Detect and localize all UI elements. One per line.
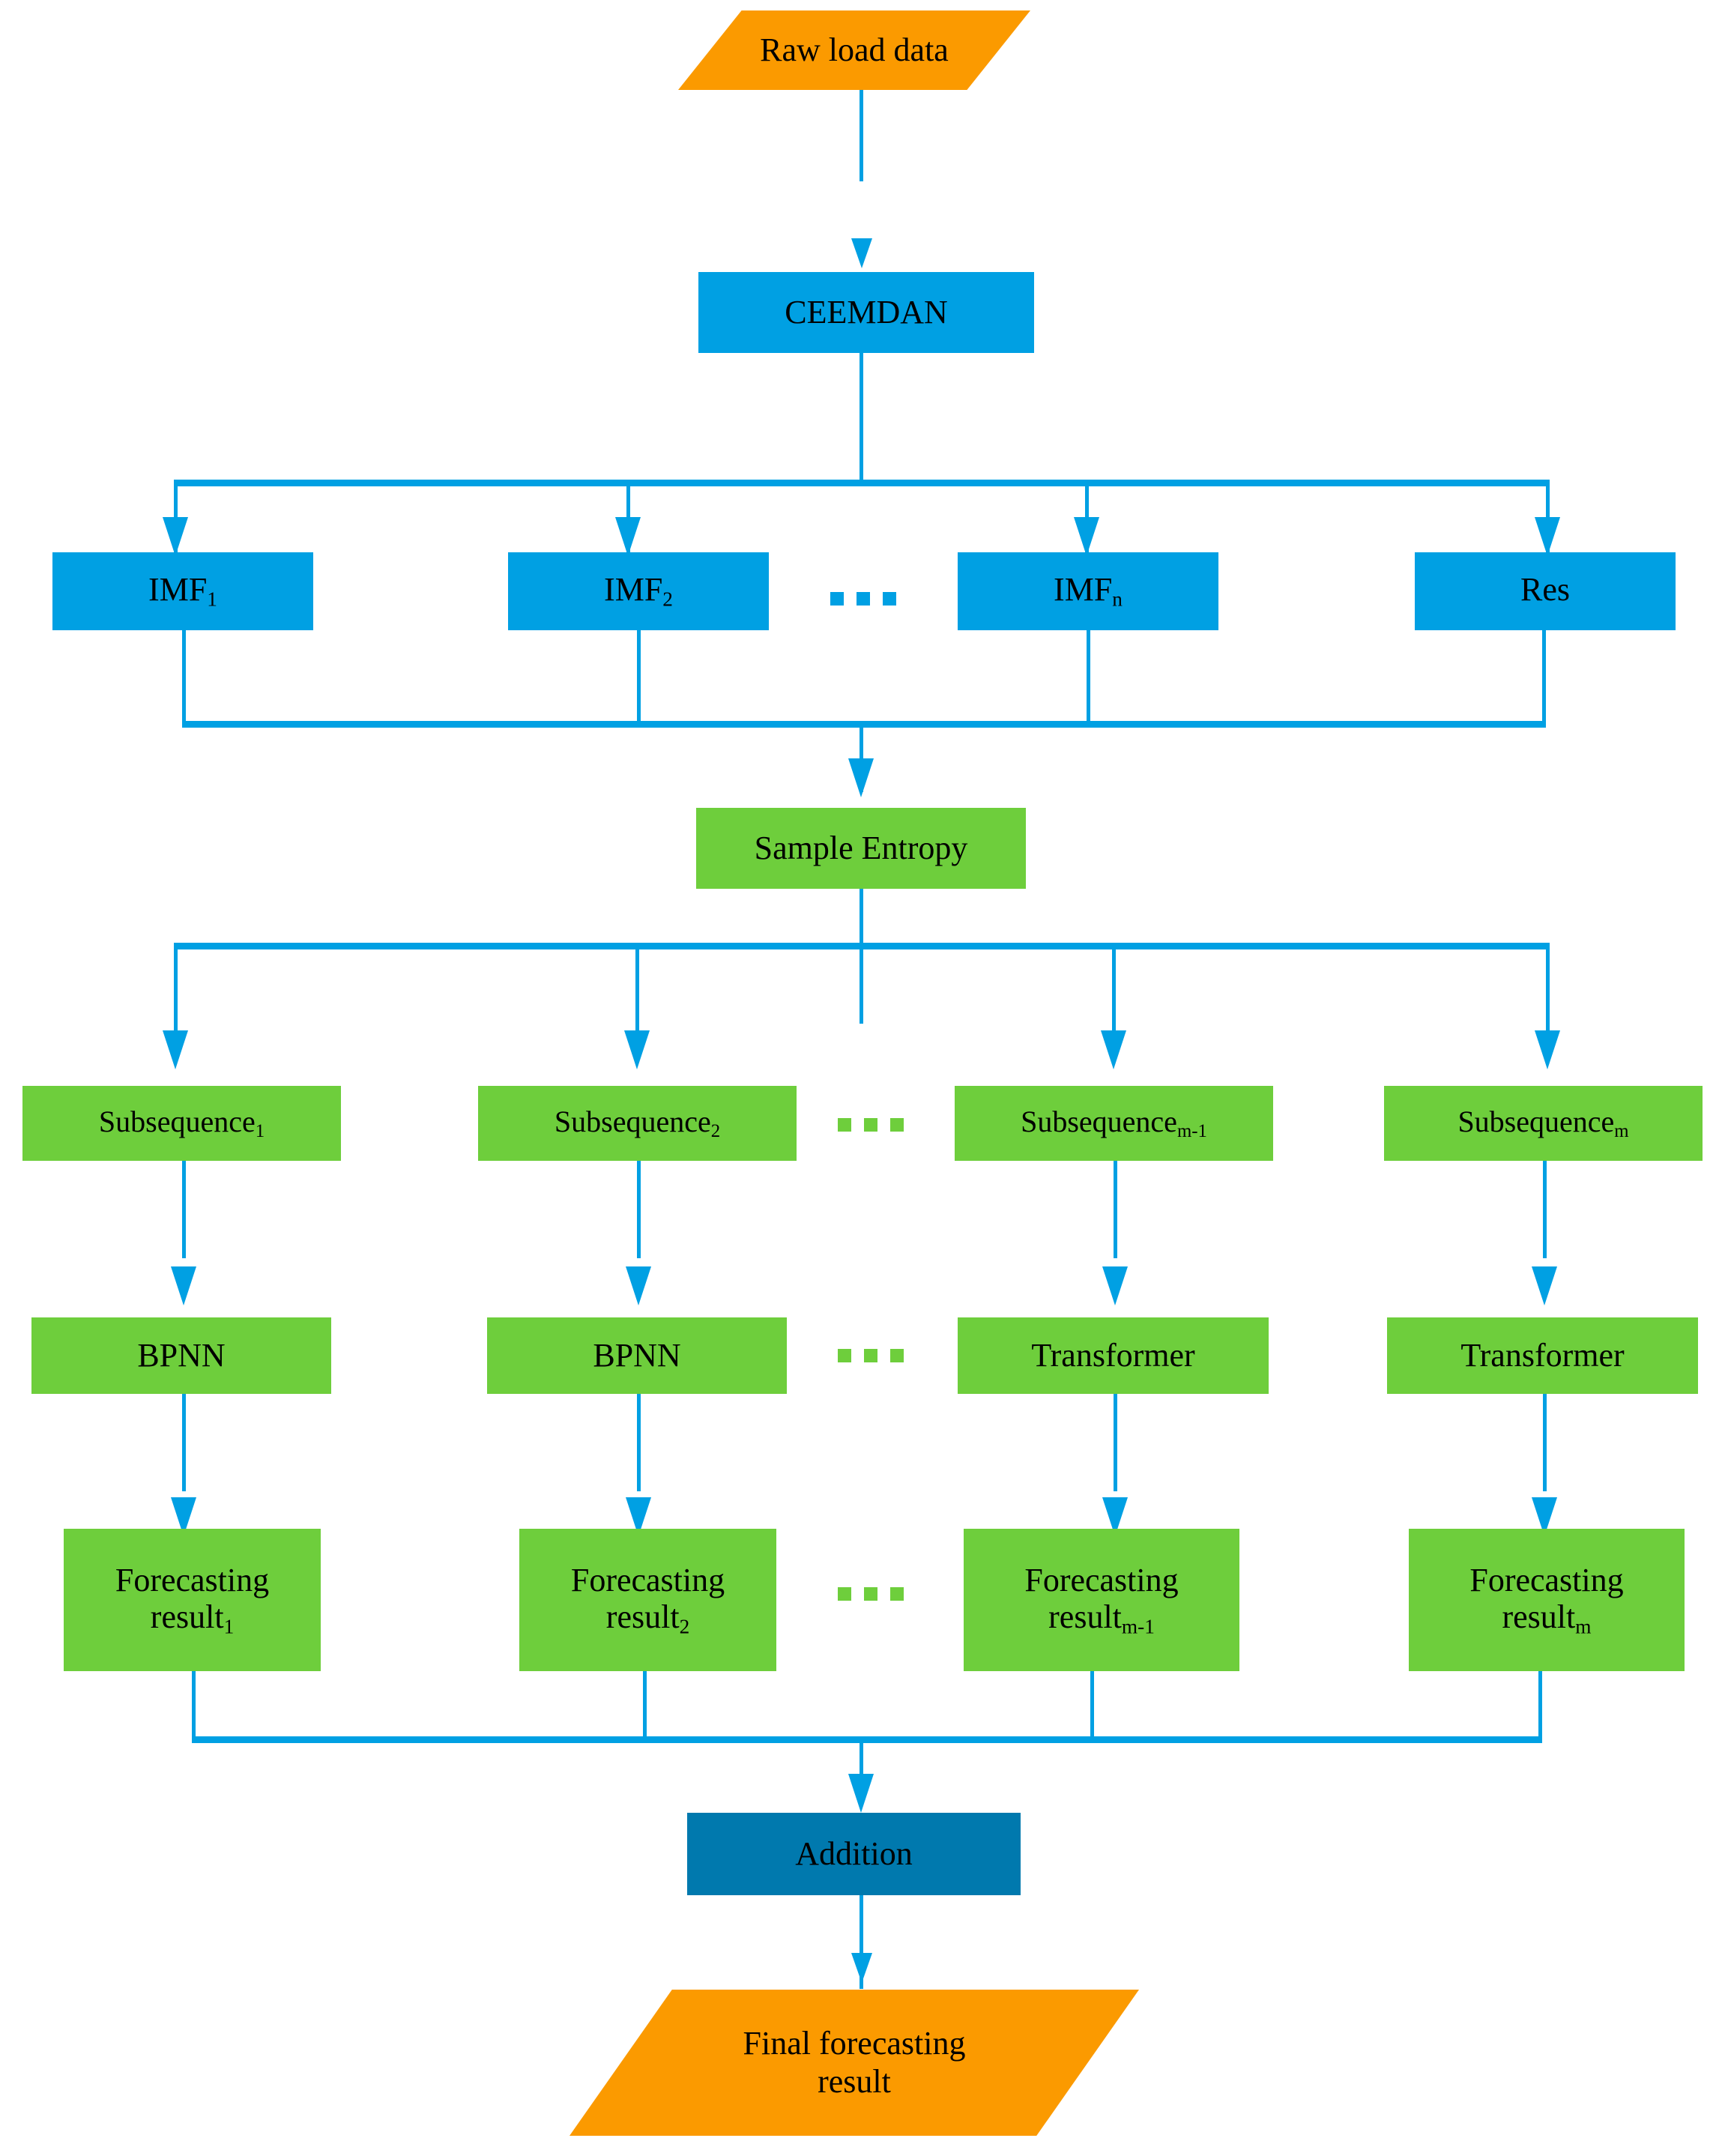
edge-ceemdan-stem bbox=[860, 353, 863, 482]
node-res[interactable]: Res bbox=[1415, 552, 1676, 630]
node-imf-2-label: IMF2 bbox=[604, 571, 673, 612]
arrowhead-subsequence-m1 bbox=[1101, 1030, 1126, 1069]
node-subsequence-m1-label: Subsequencem-1 bbox=[1021, 1104, 1207, 1141]
edge-sub2-to-model2 bbox=[637, 1161, 641, 1258]
edge-subm-to-model4 bbox=[1543, 1161, 1547, 1258]
edge-result1-down bbox=[192, 1671, 196, 1740]
edge-sub-drop-1 bbox=[174, 943, 178, 1033]
ellipsis-result-row bbox=[838, 1587, 904, 1601]
edge-imfn-down bbox=[1087, 630, 1090, 724]
edge-model2-to-result2 bbox=[637, 1394, 641, 1491]
edge-model3-to-result3 bbox=[1114, 1394, 1117, 1491]
node-ceemdan-label: CEEMDAN bbox=[785, 294, 948, 331]
edge-addition-to-final bbox=[860, 1895, 863, 1989]
edge-sub1-to-model1 bbox=[182, 1161, 186, 1258]
edge-sub-drop-3 bbox=[1112, 943, 1116, 1033]
node-subsequence-2-label: Subsequence2 bbox=[554, 1104, 721, 1141]
arrowhead-imf-n bbox=[1074, 517, 1099, 556]
node-imf-n[interactable]: IMFn bbox=[958, 552, 1218, 630]
arrowhead-model-3 bbox=[1102, 1266, 1128, 1305]
arrowhead-ceemdan bbox=[851, 238, 872, 268]
node-subsequence-m1[interactable]: Subsequencem-1 bbox=[955, 1086, 1273, 1161]
node-model-transformer-2-label: Transformer bbox=[1460, 1337, 1625, 1374]
bus-entropy-fanout bbox=[174, 943, 1550, 949]
ellipsis-model-row bbox=[838, 1349, 904, 1362]
arrowhead-subsequence-2 bbox=[624, 1030, 650, 1069]
node-model-bpnn-2[interactable]: BPNN bbox=[487, 1317, 787, 1394]
node-model-bpnn-1[interactable]: BPNN bbox=[31, 1317, 331, 1394]
edge-imf1-down bbox=[182, 630, 186, 724]
node-addition-label: Addition bbox=[795, 1835, 913, 1873]
arrowhead-subsequence-1 bbox=[163, 1030, 188, 1069]
node-model-bpnn-1-label: BPNN bbox=[137, 1337, 226, 1374]
edge-sub-drop-4 bbox=[1546, 943, 1550, 1033]
node-raw-load-data-label: Raw load data bbox=[760, 31, 949, 68]
ellipsis-subsequence-row bbox=[838, 1118, 904, 1132]
arrowhead-sample-entropy bbox=[848, 758, 874, 797]
edge-model4-to-result4 bbox=[1543, 1394, 1547, 1491]
edge-fanout-drop-2 bbox=[626, 480, 630, 553]
edge-result2-down bbox=[643, 1671, 647, 1740]
arrowhead-imf-2 bbox=[615, 517, 641, 556]
parallelogram-shape-final bbox=[570, 1990, 1139, 2136]
bus-ceemdan-fanout bbox=[174, 480, 1550, 486]
arrowhead-model-2 bbox=[626, 1266, 651, 1305]
edge-result3-down bbox=[1090, 1671, 1094, 1740]
node-imf-1-label: IMF1 bbox=[148, 571, 217, 612]
node-sample-entropy-label: Sample Entropy bbox=[754, 830, 968, 867]
ellipsis-imf-row bbox=[830, 592, 896, 606]
node-imf-n-label: IMFn bbox=[1054, 571, 1123, 612]
edge-model1-to-result1 bbox=[182, 1394, 186, 1491]
parallelogram-shape bbox=[678, 10, 1030, 90]
node-res-label: Res bbox=[1520, 571, 1570, 609]
edge-start-to-ceemdan bbox=[860, 90, 863, 181]
bus-imf-merge bbox=[182, 721, 1546, 728]
edge-result4-down bbox=[1538, 1671, 1542, 1740]
arrowhead-imf-1 bbox=[163, 517, 188, 556]
edge-entropy-stem bbox=[860, 889, 863, 1024]
node-model-transformer-1-label: Transformer bbox=[1031, 1337, 1195, 1374]
bus-result-merge bbox=[192, 1736, 1542, 1743]
arrowhead-subsequence-m bbox=[1535, 1030, 1560, 1069]
edge-res-down bbox=[1542, 630, 1546, 724]
node-subsequence-m[interactable]: Subsequencem bbox=[1384, 1086, 1703, 1161]
node-model-bpnn-2-label: BPNN bbox=[593, 1337, 681, 1374]
edge-merge-to-addition bbox=[860, 1736, 863, 1802]
arrowhead-model-4 bbox=[1532, 1266, 1557, 1305]
edge-imf2-down bbox=[637, 630, 641, 724]
edge-fanout-drop-3 bbox=[1085, 480, 1089, 553]
node-raw-load-data[interactable]: Raw load data bbox=[678, 10, 1030, 90]
edge-fanout-drop-4 bbox=[1546, 480, 1550, 553]
arrowhead-final-result bbox=[851, 1953, 872, 1983]
node-subsequence-2[interactable]: Subsequence2 bbox=[478, 1086, 797, 1161]
node-imf-2[interactable]: IMF2 bbox=[508, 552, 769, 630]
node-sample-entropy[interactable]: Sample Entropy bbox=[696, 808, 1026, 889]
node-subsequence-1[interactable]: Subsequence1 bbox=[22, 1086, 341, 1161]
node-addition[interactable]: Addition bbox=[687, 1813, 1021, 1895]
edge-merge-to-entropy bbox=[860, 721, 863, 792]
node-ceemdan[interactable]: CEEMDAN bbox=[698, 272, 1034, 353]
node-model-transformer-2[interactable]: Transformer bbox=[1387, 1317, 1698, 1394]
arrowhead-model-1 bbox=[171, 1266, 196, 1305]
arrowhead-addition bbox=[848, 1774, 874, 1813]
node-subsequence-1-label: Subsequence1 bbox=[98, 1104, 265, 1141]
arrowhead-res bbox=[1535, 517, 1560, 556]
edge-fanout-drop-1 bbox=[174, 480, 178, 553]
node-imf-1[interactable]: IMF1 bbox=[52, 552, 313, 630]
edge-sub-drop-2 bbox=[635, 943, 639, 1033]
edge-subm1-to-model3 bbox=[1114, 1161, 1117, 1258]
node-model-transformer-1[interactable]: Transformer bbox=[958, 1317, 1269, 1394]
node-subsequence-m-label: Subsequencem bbox=[1457, 1104, 1629, 1141]
